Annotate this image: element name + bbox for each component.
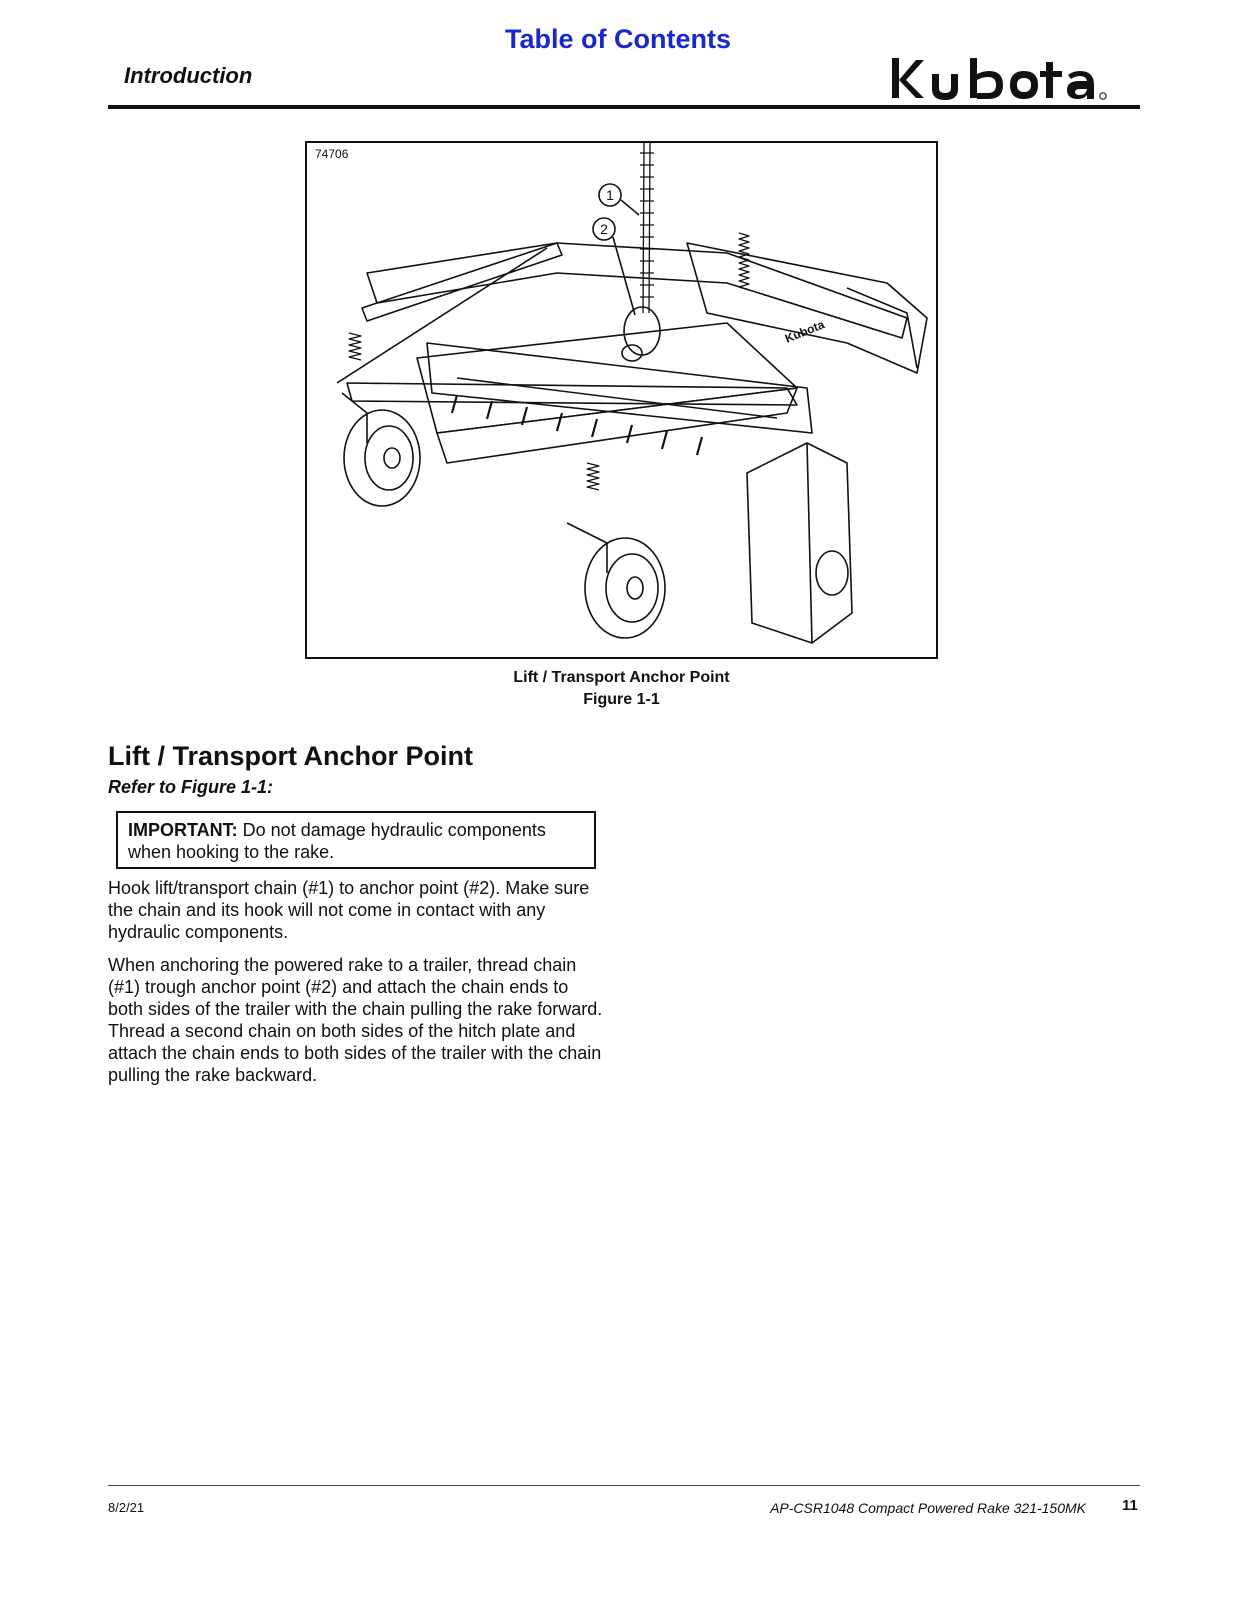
powered-rake-illustration: 1 2 Kubota	[336, 143, 928, 644]
important-text: Do not damage hydraulic components when …	[128, 820, 546, 862]
figure-caption-title: Lift / Transport Anchor Point	[513, 669, 730, 686]
figure-frame: 1 2 Kubota 74706	[305, 141, 938, 659]
section-name: Introduction	[124, 63, 253, 88]
refer-to-figure: Refer to Figure 1-1:	[108, 777, 274, 797]
header-rule	[108, 105, 1140, 109]
footer-rule	[108, 1485, 1140, 1486]
deck-label: Kubota	[783, 317, 827, 346]
section-heading: Lift / Transport Anchor Point	[108, 741, 473, 771]
figure-image-id: 74706	[315, 147, 349, 161]
figure-caption-number: Figure 1-1	[583, 691, 660, 708]
important-label: IMPORTANT:	[128, 820, 238, 840]
callout-2: 2	[600, 221, 608, 237]
page-number: 11	[1122, 1497, 1138, 1514]
paragraph-trailer-anchoring: When anchoring the powered rake to a tra…	[108, 955, 603, 1085]
footer-document-title: AP-CSR1048 Compact Powered Rake 321-150M…	[770, 1500, 1086, 1516]
paragraph-hook-chain: Hook lift/transport chain (#1) to anchor…	[108, 878, 590, 942]
footer-date: 8/2/21	[108, 1500, 145, 1515]
callout-1: 1	[606, 187, 614, 203]
kubota-logo	[892, 58, 1107, 100]
table-of-contents-link[interactable]: Table of Contents	[505, 24, 731, 54]
important-notice: IMPORTANT: Do not damage hydraulic compo…	[116, 811, 596, 869]
